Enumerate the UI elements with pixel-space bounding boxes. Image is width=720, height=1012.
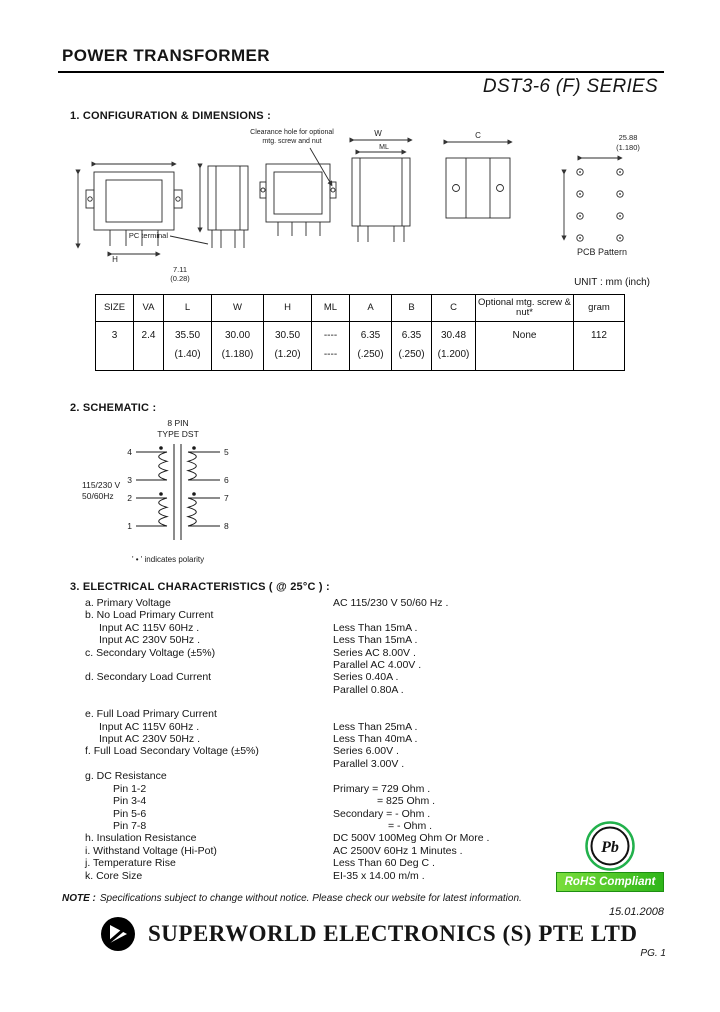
unit-label: UNIT : mm (inch) (574, 277, 650, 288)
spec-row: Input AC 230V 50Hz .Less Than 40mA . (99, 733, 418, 746)
col-a: A (350, 295, 392, 322)
cell-ml: -------- (312, 322, 350, 370)
col-l: L (164, 295, 212, 322)
rohs-compliant-badge: RoHS Compliant (556, 872, 664, 892)
dim-ml-label: ML (379, 144, 389, 151)
spec-row-b: b. No Load Primary Current (85, 609, 214, 622)
pin-5: 5 (224, 447, 229, 457)
pin-pitch-mm: 7.11 (173, 265, 187, 274)
col-gram: gram (574, 295, 624, 322)
configuration-drawings: Clearance hole for optional mtg. screw a… (75, 129, 640, 283)
spec-row: Input AC 115V 60Hz .Less Than 15mA . (99, 621, 418, 634)
primary-voltage-label-line2: 50/60Hz (82, 491, 114, 501)
pin-4: 4 (127, 447, 132, 457)
cell-screw: None (476, 322, 574, 370)
section1-heading: 1. CONFIGURATION & DIMENSIONS : (70, 110, 271, 122)
note-prefix: NOTE : (62, 893, 96, 904)
spec-row-c: c. Secondary Voltage (±5%)Series AC 8.00… (85, 646, 416, 659)
clearance-note-line1: Clearance hole for optional (250, 129, 334, 136)
col-h: H (264, 295, 312, 322)
cell-va: 2.4 (134, 322, 164, 370)
page-number: PG. 1 (640, 948, 666, 959)
col-va: VA (134, 295, 164, 322)
pin-pitch-inch: (0.28) (170, 274, 190, 283)
cell-b: 6.35(.250) (392, 322, 432, 370)
spec-row-g: g. DC Resistance (85, 770, 167, 783)
cell-size: 3 (96, 322, 134, 370)
spec-row-e: e. Full Load Primary Current (85, 708, 217, 721)
dimensions-table: SIZE VA L W H ML A B C Optional mtg. scr… (95, 294, 625, 371)
polarity-note: ' • ' indicates polarity (132, 555, 204, 564)
col-size: SIZE (96, 295, 134, 322)
section3-heading: 3. ELECTRICAL CHARACTERISTICS ( @ 25°C )… (70, 581, 330, 593)
dim-c-label: C (475, 131, 481, 140)
spec-row: Pin 7-8= - Ohm . (113, 819, 433, 832)
cell-c: 30.48(1.200) (432, 322, 476, 370)
series-name: DST3-6 (F) SERIES (482, 76, 658, 97)
spec-row: Input AC 115V 60Hz .Less Than 25mA . (99, 720, 418, 733)
polarity-dots (159, 446, 196, 496)
spec-row: Pin 3-4= 825 Ohm . (113, 795, 436, 808)
pc-terminal-label: PC terminal (129, 231, 169, 240)
dim-w-label: W (374, 129, 382, 138)
pcb-pattern-label: PCB Pattern (577, 247, 627, 257)
spec-row: Parallel AC 4.00V . (333, 659, 422, 672)
pin-8: 8 (224, 521, 229, 531)
col-screw: Optional mtg. screw & nut* (476, 295, 574, 322)
cell-h: 30.50(1.20) (264, 322, 312, 370)
pin-7: 7 (224, 493, 229, 503)
pb-text: Pb (600, 839, 619, 856)
clearance-note-line2: mtg. screw and nut (262, 138, 321, 145)
col-c: C (432, 295, 476, 322)
spec-row: Parallel 3.00V . (333, 757, 405, 770)
cell-a: 6.35(.250) (350, 322, 392, 370)
col-w: W (212, 295, 264, 322)
cell-w: 30.00(1.180) (212, 322, 264, 370)
pb-free-icon: Pb (585, 821, 635, 871)
note-text: Specifications subject to change without… (99, 893, 522, 904)
company-name: SUPERWORLD ELECTRONICS (S) PTE LTD (148, 921, 638, 946)
spec-row-f: f. Full Load Secondary Voltage (±5%)Seri… (85, 745, 399, 758)
col-ml: ML (312, 295, 350, 322)
section2-heading: 2. SCHEMATIC : (70, 402, 157, 414)
page-title: POWER TRANSFORMER (62, 46, 270, 65)
spec-row-i: i. Withstand Voltage (Hi-Pot)AC 2500V 60… (85, 844, 463, 857)
pin-2: 2 (127, 493, 132, 503)
col-b: B (392, 295, 432, 322)
pcb-span-inch: (1.180) (616, 143, 640, 152)
footer-note: NOTE :Specifications subject to change w… (62, 893, 522, 904)
superworld-logo-icon (101, 917, 135, 951)
schematic-type-line2: TYPE DST (157, 429, 199, 439)
pin-3: 3 (127, 475, 132, 485)
cell-gram: 112 (591, 330, 607, 341)
dim-h-label: H (112, 255, 118, 264)
primary-voltage-label-line1: 115/230 V (82, 480, 120, 490)
spec-row: Input AC 230V 50Hz .Less Than 15mA . (99, 634, 418, 647)
header-rule (58, 71, 664, 73)
schematic-type-line1: 8 PIN (167, 418, 188, 428)
cell-l: 35.50(1.40) (164, 322, 212, 370)
pcb-span-mm: 25.88 (619, 133, 638, 142)
pin-6: 6 (224, 475, 229, 485)
document-date: 15.01.2008 (608, 906, 664, 918)
company-block: SUPERWORLD ELECTRONICS (S) PTE LTD (100, 916, 638, 952)
pin-1: 1 (127, 521, 132, 531)
spec-row: Parallel 0.80A . (333, 683, 404, 696)
schematic-diagram: 8 PIN TYPE DST 4 3 (82, 418, 229, 564)
